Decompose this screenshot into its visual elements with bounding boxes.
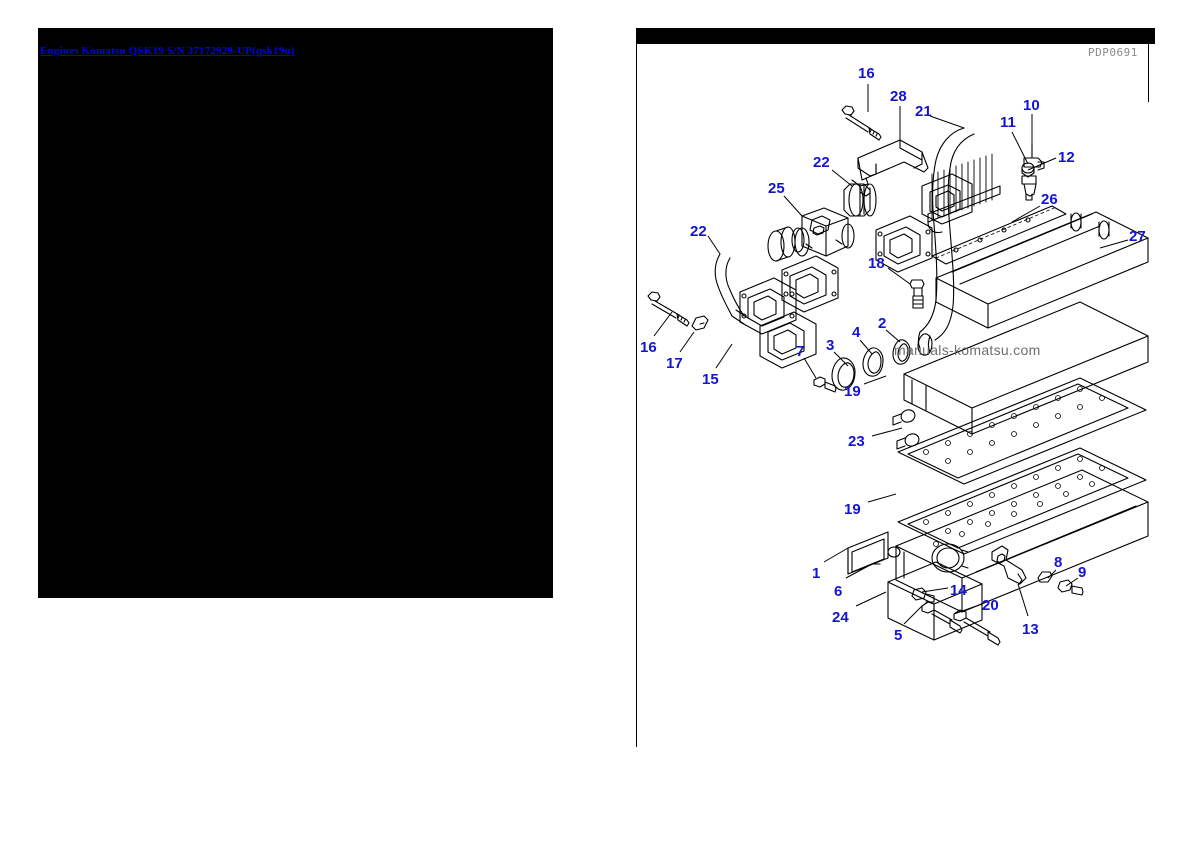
leader-line-19a [863,375,887,385]
leader-line-18 [887,267,911,285]
callout-26: 26 [1041,191,1058,208]
leader-line-12 [1027,157,1057,171]
callout-9: 9 [1078,564,1087,581]
exploded-parts-illustration [647,84,1149,646]
leader-line-7 [803,357,817,379]
leader-line-14 [921,587,949,593]
leader-line-16b [653,311,673,337]
leader-line-4 [859,339,873,355]
callout-11: 11 [1000,114,1016,131]
leader-line-5 [903,605,923,625]
callout-20: 20 [982,597,999,614]
callout-19a: 19 [844,383,861,400]
callout-5: 5 [894,627,903,644]
part-bolts-bottom [911,587,1001,646]
part-manifold-center [791,207,855,257]
part-seal-rings [813,333,933,393]
part-covers-and-gaskets [892,301,1149,613]
callout-16b: 16 [640,339,657,356]
leader-line-11 [1011,131,1029,165]
parts-diagram-panel: PDP0691 [636,28,1155,747]
leader-line-20 [953,603,983,615]
leader-line-15 [715,343,733,369]
part-bolt-lower [647,291,709,331]
drawing-code-label: PDP0691 [1088,46,1138,59]
leader-line-25 [783,195,803,217]
leader-line-24 [855,591,887,607]
page-frame-right-border [1148,44,1149,102]
callout-14: 14 [950,582,967,599]
leader-line-3 [833,351,849,367]
part-curved-tube [917,127,975,353]
leader-line-21 [929,115,965,129]
leader-line-6 [845,563,873,579]
callout-22a: 22 [813,154,830,171]
callout-16a: 16 [858,65,875,82]
part-plug-18 [909,279,925,309]
callout-18: 18 [868,255,885,272]
leader-line-13 [1017,583,1029,617]
leader-line-23 [871,427,903,437]
callout-2: 2 [878,315,887,332]
callout-27: 27 [1129,228,1146,245]
callout-19b: 19 [844,501,861,518]
leader-line-22a [831,169,853,187]
leader-line-19b [867,493,897,503]
callout-8: 8 [1054,554,1063,571]
part-tube-connectors [714,183,877,325]
leader-line-22b [707,235,721,255]
document-viewer-panel: Engines Komatsu QSK19 S/N 37172929-UP(qs… [38,28,553,598]
callout-10: 10 [1023,97,1040,114]
part-intake-arm [851,139,929,197]
callout-15: 15 [702,371,719,388]
page-header-bar [636,28,1155,44]
page-frame-left-border [636,44,637,747]
leader-line-27 [1099,239,1129,249]
leader-line-9 [1065,577,1079,587]
part-bracket-and-fasteners [991,545,1084,596]
callout-12: 12 [1058,149,1075,166]
callout-21: 21 [915,103,932,120]
leader-line-8 [1047,569,1057,579]
leader-line-1 [823,547,849,563]
callout-28: 28 [890,88,907,105]
site-watermark: manuals-komatsu.com [894,342,1041,358]
document-title-link[interactable]: Engines Komatsu QSK19 S/N 37172929-UP(qs… [40,45,295,57]
part-end-plate-and-housing [847,531,983,641]
callout-23: 23 [848,433,865,450]
leader-line-26 [1011,205,1041,223]
callout-17: 17 [666,355,683,372]
callout-24: 24 [832,609,849,626]
callout-22b: 22 [690,223,707,240]
callout-25: 25 [768,180,785,197]
callout-3: 3 [826,337,835,354]
leader-line-17 [679,331,695,353]
part-bolt-top [841,105,882,141]
callout-13: 13 [1022,621,1039,638]
part-manifold-long-top [927,153,1149,329]
leader-line-2 [885,329,901,343]
callout-4: 4 [852,324,861,341]
callout-6: 6 [834,583,843,600]
callout-1: 1 [812,565,821,582]
callout-7: 7 [796,343,805,360]
